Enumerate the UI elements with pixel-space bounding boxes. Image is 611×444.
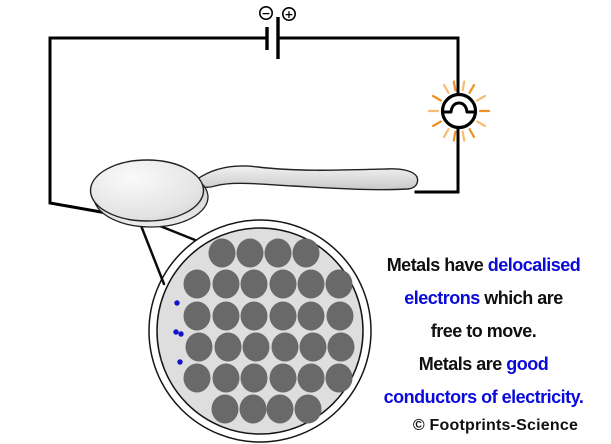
bulb-icon: [427, 80, 491, 142]
metal-atom: [292, 238, 320, 268]
bulb-ray: [452, 80, 457, 92]
battery-negative-sign: −: [261, 7, 270, 20]
metal-atom: [242, 332, 270, 362]
caption-line: Metals have delocalised: [356, 249, 611, 282]
metal-atom: [325, 363, 353, 393]
electrons: [173, 300, 184, 365]
metal-atom: [212, 363, 240, 393]
callout-line-left: [136, 216, 166, 286]
atom-lattice: [183, 238, 355, 424]
metal-atom: [297, 301, 325, 331]
magnified-metal-structure: [148, 219, 372, 443]
metal-atom: [297, 269, 325, 299]
electron-dot: [177, 359, 183, 365]
metal-atom: [240, 301, 268, 331]
metal-atom: [294, 394, 322, 424]
electron-dot: [178, 331, 184, 337]
circuit-wires: [48, 36, 460, 217]
caption-segment: which are: [479, 288, 563, 308]
caption-line: electrons which are: [356, 282, 611, 315]
bulb-glass: [440, 92, 478, 130]
caption-line: conductors of electricity.: [356, 381, 611, 414]
bulb-ray: [442, 128, 450, 139]
metal-atom: [236, 238, 264, 268]
metal-atom: [183, 301, 211, 331]
bulb-filament: [443, 101, 475, 114]
bulb-ray: [461, 80, 466, 92]
electron-dot: [174, 300, 180, 306]
caption-segment: free to move.: [430, 321, 537, 341]
metal-atom: [183, 269, 211, 299]
caption-line: Metals are good: [356, 348, 611, 381]
bulb-ray: [431, 120, 442, 128]
caption-segment: conductors of electricity.: [383, 387, 584, 407]
metal-atom: [211, 394, 239, 424]
metal-atom: [212, 269, 240, 299]
battery-positive-sign: +: [284, 8, 293, 21]
bulb-ray: [476, 120, 487, 128]
metal-atom: [269, 301, 297, 331]
battery-positive-icon: +: [281, 7, 296, 21]
battery-cell: − +: [258, 6, 296, 59]
caption-segment: Metals are: [418, 354, 507, 374]
metal-atom: [327, 332, 355, 362]
caption-segment: delocalised: [487, 255, 581, 275]
metal-atom: [240, 269, 268, 299]
caption-segment: electrons: [404, 288, 480, 308]
metal-atom: [326, 301, 354, 331]
copyright-credit: © Footprints-Science: [412, 417, 579, 434]
metal-atom: [264, 238, 292, 268]
metal-atom: [239, 394, 267, 424]
wire-right-vertical: [414, 36, 460, 194]
bulb-ray: [431, 94, 442, 102]
metal-atom: [185, 332, 213, 362]
metal-atom: [266, 394, 294, 424]
metal-atom: [269, 363, 297, 393]
metal-atom: [271, 332, 299, 362]
metal-atom: [325, 269, 353, 299]
caption-segment: Metals have: [386, 255, 488, 275]
metal-atom: [299, 332, 327, 362]
metal-atom: [212, 301, 240, 331]
spoon: [89, 159, 419, 228]
battery-negative-icon: −: [258, 6, 273, 20]
metal-atom: [240, 363, 268, 393]
metal-atom: [269, 269, 297, 299]
electron-dot: [173, 329, 179, 335]
metal-atom: [208, 238, 236, 268]
bulb-ray: [468, 83, 476, 94]
spoon-handle: [195, 165, 419, 191]
metal-atom: [214, 332, 242, 362]
bulb-ray: [476, 94, 487, 102]
wire-left-vertical: [48, 36, 120, 217]
metal-atom: [183, 363, 211, 393]
bulb-rays: [427, 80, 491, 142]
bulb-ray: [442, 83, 450, 94]
caption-line: free to move.: [356, 315, 611, 348]
bulb-ray: [461, 130, 466, 142]
caption-segment: good: [506, 354, 549, 374]
bulb-ray: [468, 128, 476, 139]
spoon-bowl: [89, 159, 205, 222]
metal-atom: [297, 363, 325, 393]
bulb-ray: [452, 130, 457, 142]
